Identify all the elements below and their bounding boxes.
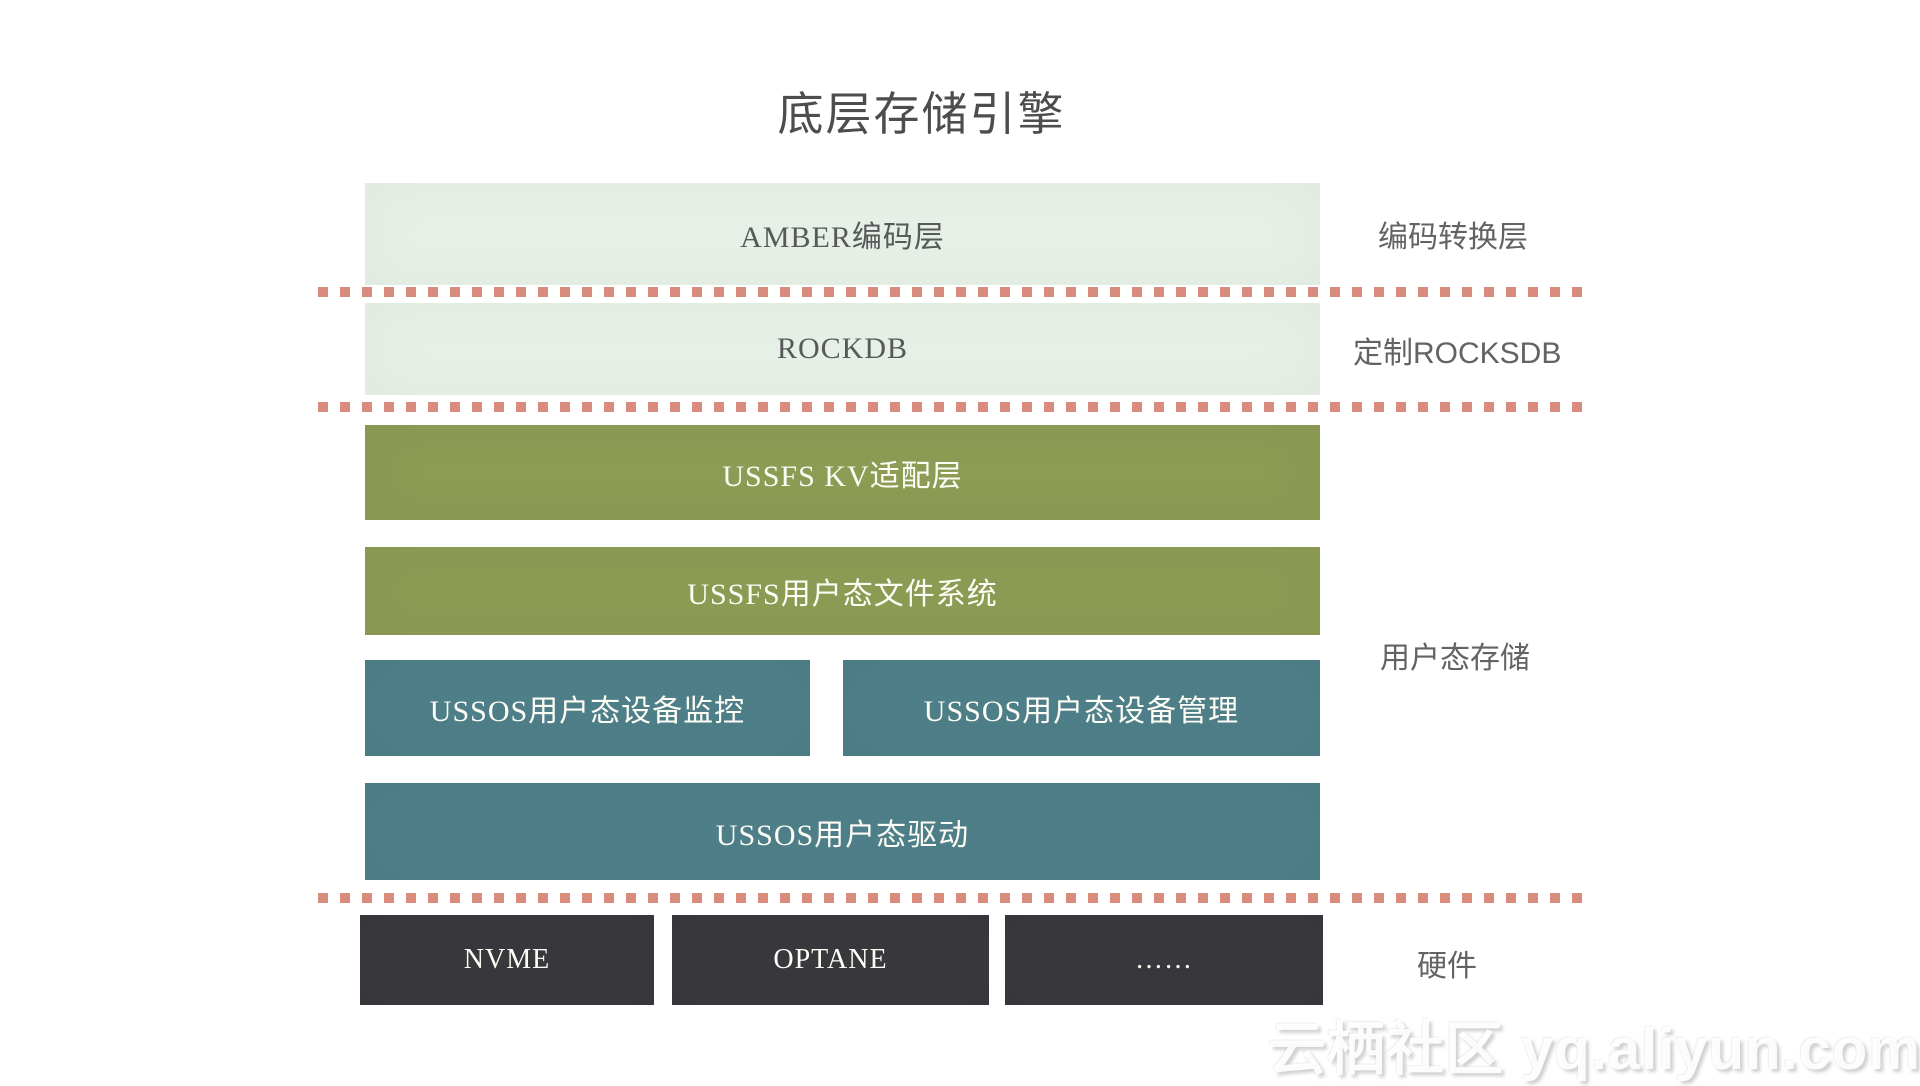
layer-box-rockdb-label: ROCKDB [776, 332, 909, 365]
side-label-userspace-storage: 用户态存储 [1380, 642, 1530, 675]
layer-box-ussfs-kv-adapter: USSFS KV适配层 [365, 425, 1320, 520]
side-label-hardware: 硬件 [1417, 950, 1477, 983]
layer-box-amber-encoding: AMBER编码层 [365, 183, 1320, 285]
dotted-separator-top [318, 287, 1588, 297]
hardware-box-optane-label: OPTANE [773, 944, 888, 975]
hardware-box-nvme-label: NVME [463, 944, 551, 975]
layer-box-ussos-device-monitor: USSOS用户态设备监控 [365, 660, 810, 756]
hardware-box-optane: OPTANE [672, 915, 989, 1005]
layer-box-ussfs-kv-adapter-label: USSFS KV适配层 [722, 459, 963, 493]
layer-box-ussos-user-driver-label: USSOS用户态驱动 [715, 818, 970, 852]
layer-box-ussos-device-monitor-label: USSOS用户态设备监控 [429, 695, 746, 728]
layer-box-ussfs-user-filesystem-label: USSFS用户态文件系统 [687, 578, 998, 611]
dotted-separator-bottom [318, 893, 1588, 903]
layer-box-rockdb: ROCKDB [365, 303, 1320, 395]
layer-box-ussos-user-driver: USSOS用户态驱动 [365, 783, 1320, 880]
watermark-yunqi-community: 云栖社区 yq.aliyun.com [1268, 1017, 1920, 1082]
layer-box-amber-label: AMBER编码层 [740, 221, 945, 254]
hardware-box-ellipsis-label: …… [1135, 944, 1193, 975]
hardware-box-nvme: NVME [360, 915, 654, 1005]
page-title: 底层存储引擎 [777, 89, 1066, 140]
layer-box-ussos-device-manager: USSOS用户态设备管理 [843, 660, 1320, 756]
side-label-custom-rocksdb: 定制ROCKSDB [1353, 337, 1562, 370]
dotted-separator-middle [318, 402, 1588, 412]
layer-box-ussos-device-manager-label: USSOS用户态设备管理 [923, 695, 1240, 728]
side-label-encoding-layer: 编码转换层 [1378, 221, 1528, 254]
layer-box-ussfs-user-filesystem: USSFS用户态文件系统 [365, 547, 1320, 635]
hardware-box-ellipsis: …… [1005, 915, 1323, 1005]
